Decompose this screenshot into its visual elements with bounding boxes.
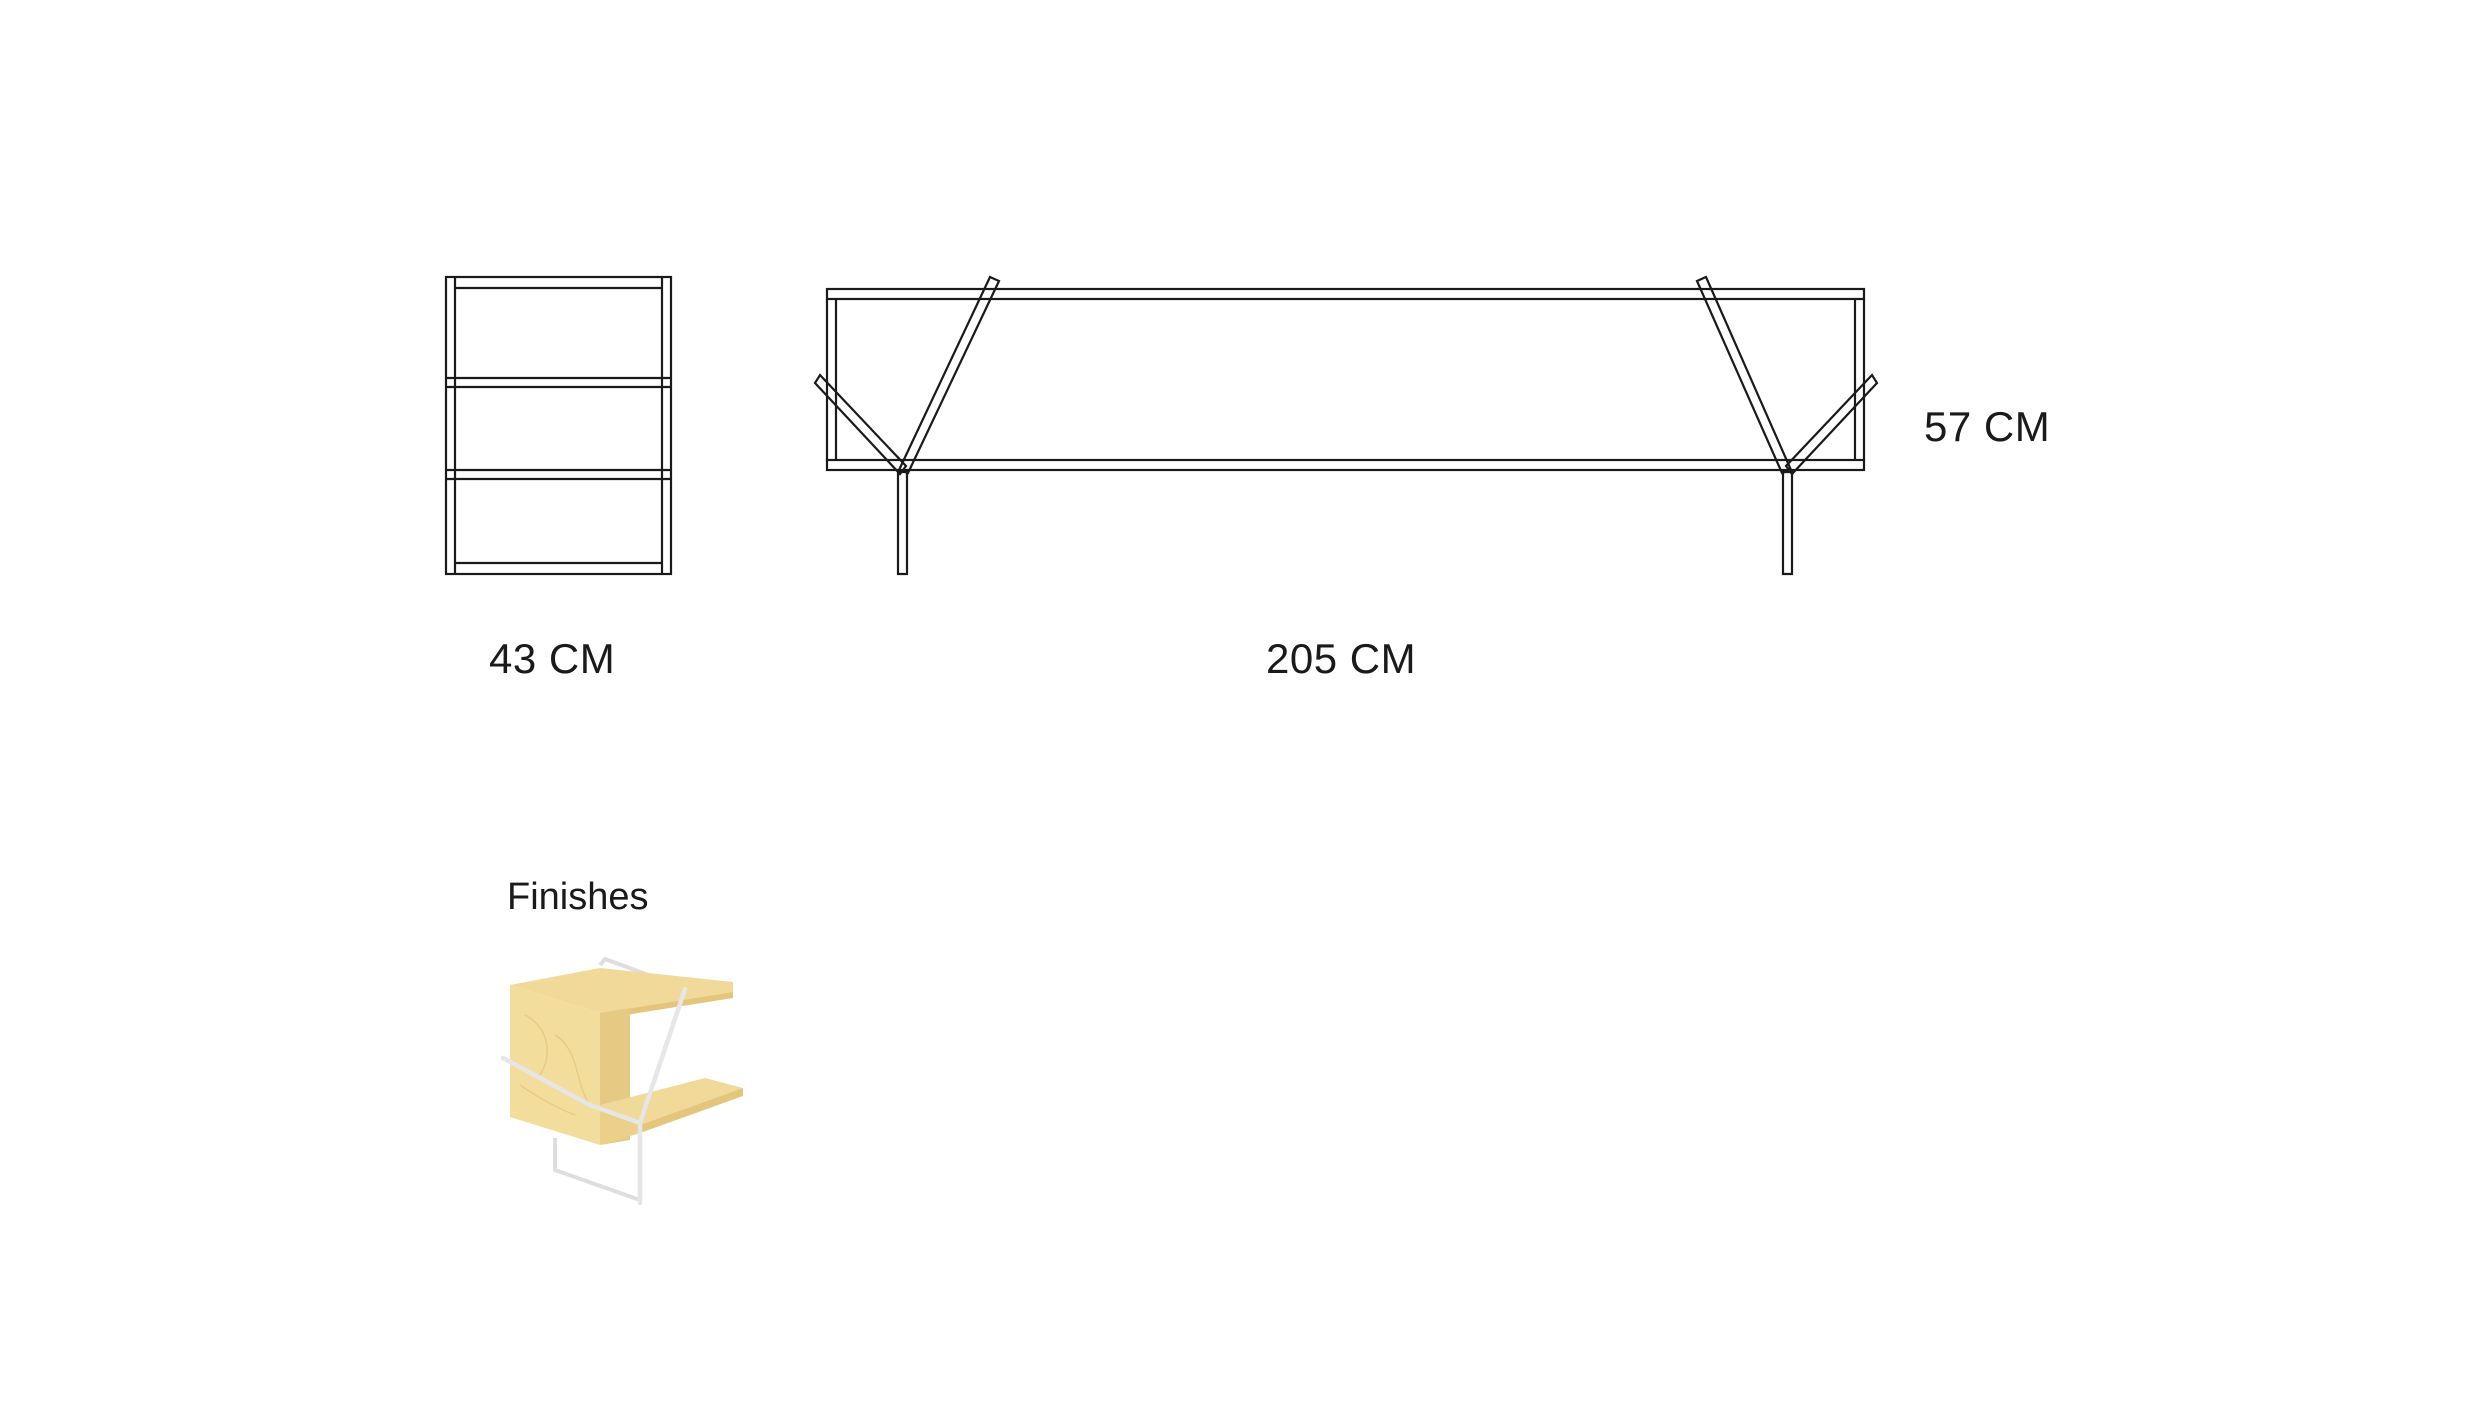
- height-dimension-label: 57 CM: [1924, 403, 2051, 450]
- depth-dimension-label: 43 CM: [489, 635, 616, 682]
- front-elevation-view: [813, 275, 1879, 576]
- width-dimension-label: 205 CM: [1266, 635, 1417, 682]
- finishes-heading: Finishes: [507, 876, 649, 918]
- side-elevation-view: [444, 275, 673, 576]
- birch-plywood-white-frame-swatch-icon[interactable]: [495, 955, 765, 1210]
